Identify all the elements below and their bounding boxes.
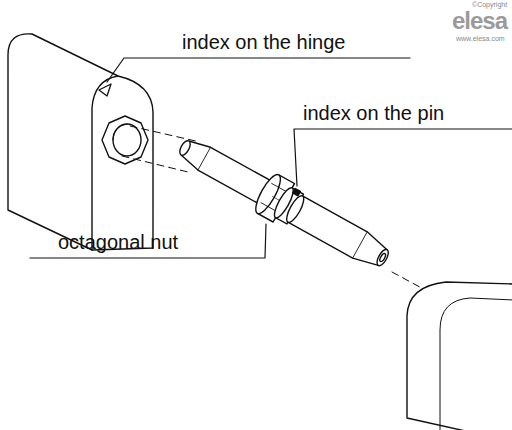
part-label: index on the pin (303, 102, 444, 124)
leader-lines (30, 58, 512, 258)
hinge-block-right (407, 282, 512, 430)
hinge-index-mark (99, 84, 111, 96)
pin-index-mark (293, 188, 301, 195)
hinge-block-left (8, 34, 153, 250)
watermark: www.elesa.com (456, 35, 505, 43)
watermark: elesa (452, 8, 507, 34)
part-label: index on the hinge (182, 31, 345, 53)
alignment-lines (122, 126, 440, 298)
part-label: octagonal nut (58, 231, 178, 253)
hinge-pin (171, 127, 397, 279)
